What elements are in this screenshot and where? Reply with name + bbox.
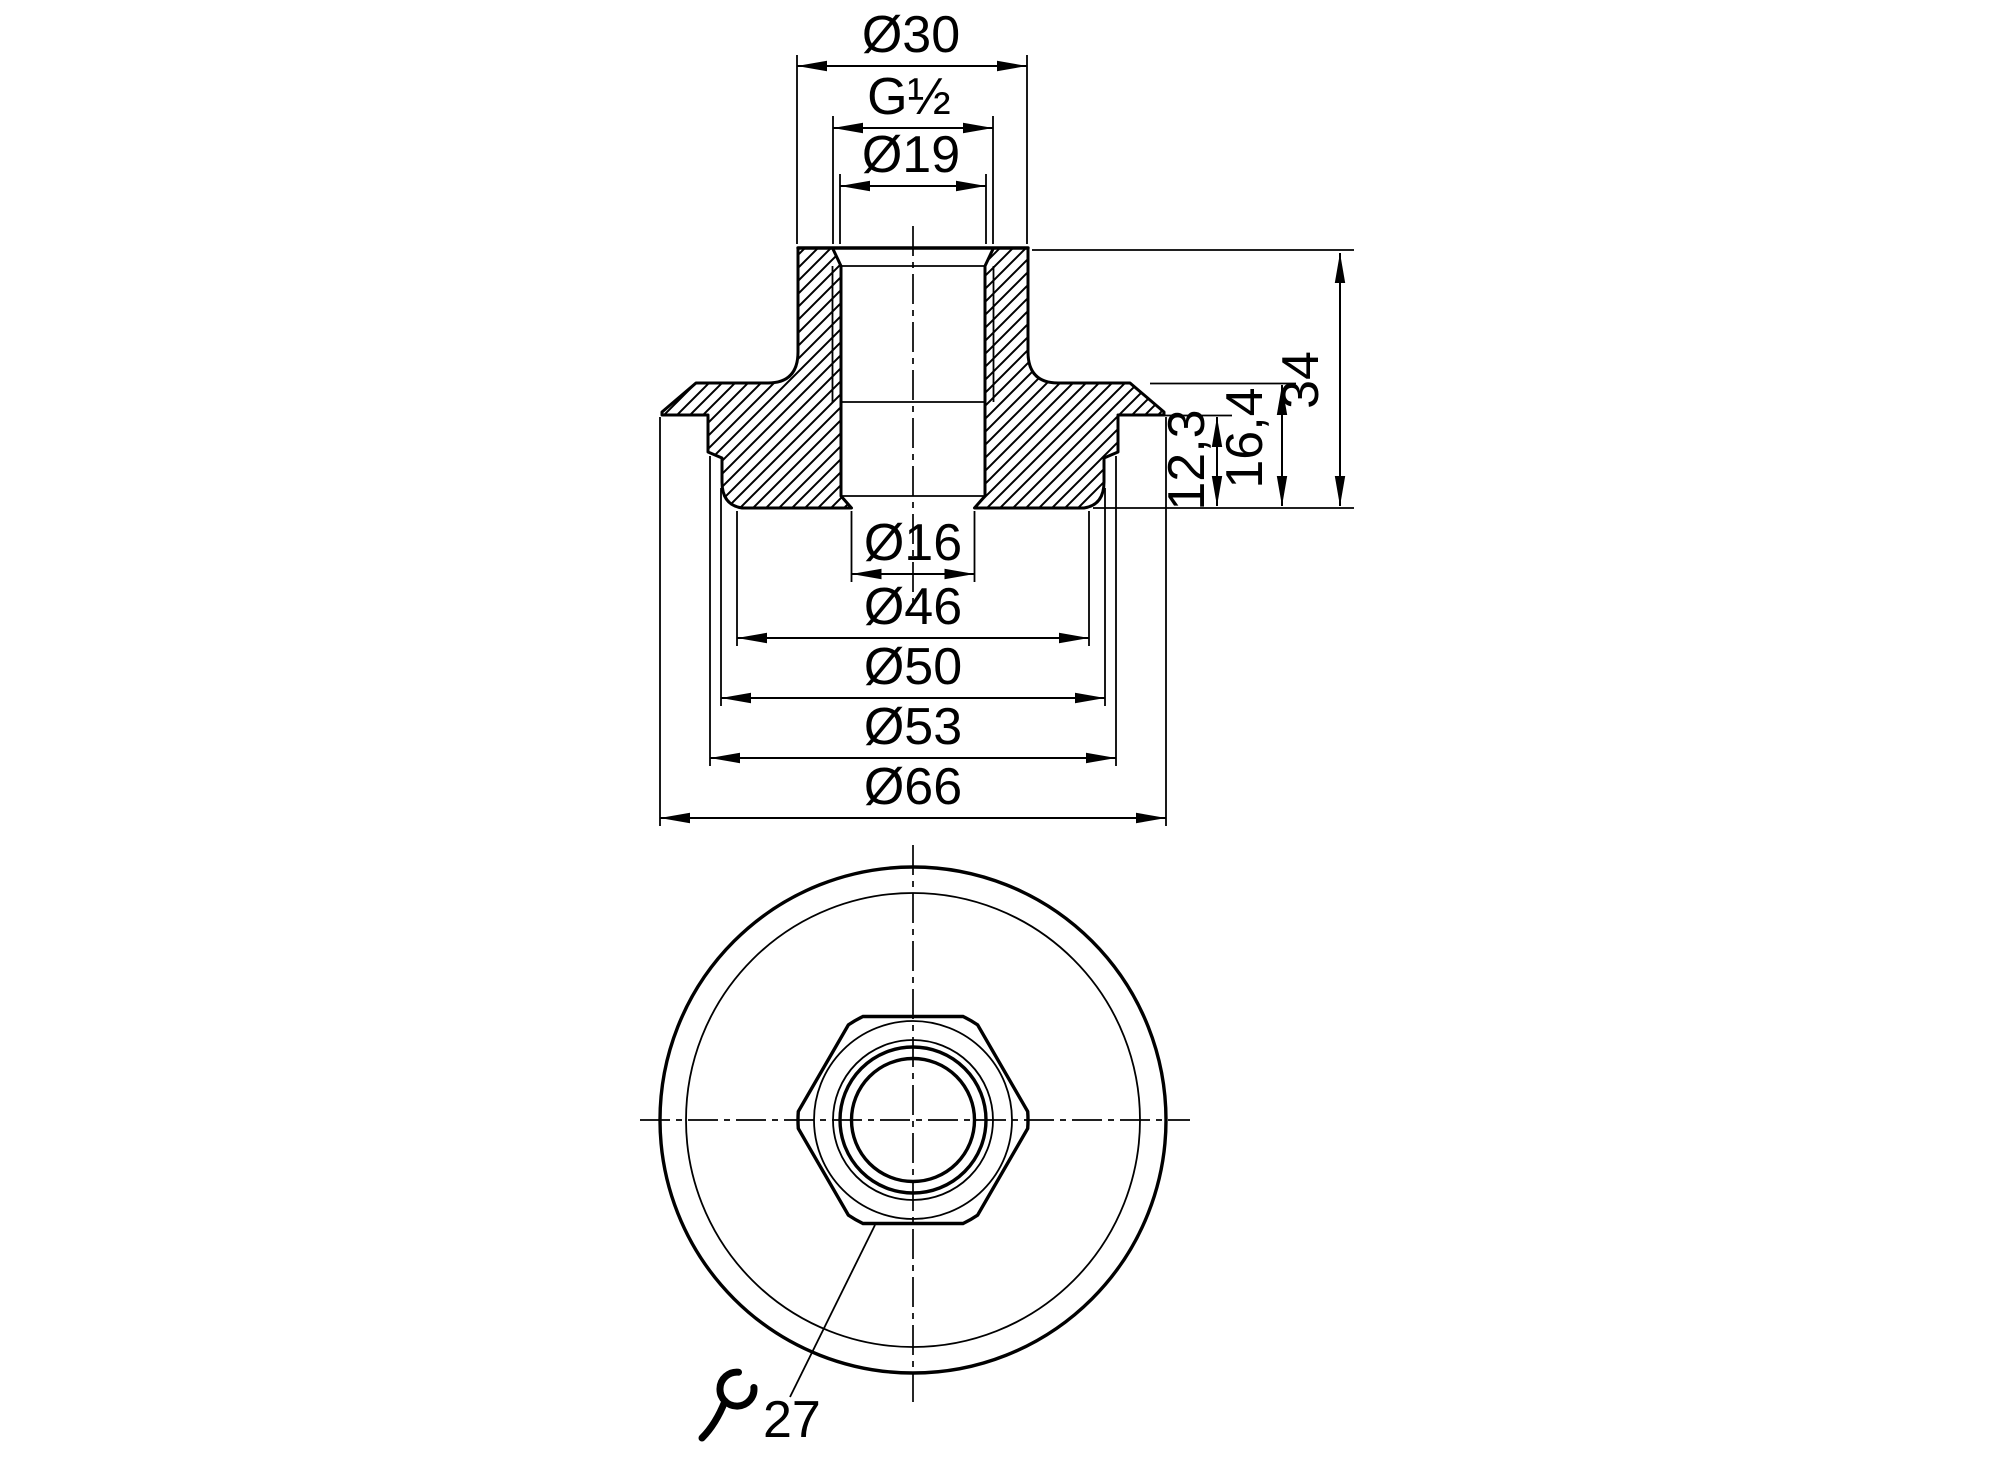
dim-dia50: Ø50 (720, 488, 1106, 706)
dim-dia46: Ø46 (736, 511, 1090, 646)
dim-16-4: 16,4 (1216, 385, 1288, 506)
dim-label: Ø19 (862, 126, 960, 184)
thread-minor-circle (838, 1045, 988, 1195)
dim-label: 34 (1272, 351, 1330, 409)
dim-dia66: Ø66 (659, 417, 1167, 826)
wrench-icon (698, 1368, 758, 1442)
dim-label: Ø53 (864, 698, 962, 756)
dim-label: 12,3 (1158, 409, 1216, 510)
dim-height-group: 12,3 16,4 34 (1032, 249, 1354, 511)
flange-inner-edge-circle (685, 892, 1141, 1348)
hex-flats-outline (796, 1014, 1030, 1226)
dim-label: Ø66 (864, 758, 962, 816)
dim-dia19: Ø19 (839, 126, 987, 244)
hex-chamfer-circle (813, 1020, 1013, 1220)
dim-dia30: Ø30 (796, 6, 1028, 244)
flange-outer-circle-66 (658, 865, 1168, 1375)
dim-dia16: Ø16 (850, 511, 976, 582)
dim-34: 34 (1272, 253, 1346, 506)
dim-label: 16,4 (1216, 387, 1274, 488)
section-view: Ø30 G½ Ø19 Ø16 Ø46 (659, 6, 1354, 826)
dim-label: Ø50 (864, 638, 962, 696)
bore-circle-16 (849, 1056, 977, 1184)
thread-major-circle (832, 1039, 994, 1201)
dim-label: G½ (867, 68, 951, 126)
section-profile (660, 246, 1166, 510)
leader-line (789, 1224, 876, 1398)
dim-label: Ø30 (862, 6, 960, 64)
wrench-size-label: 27 (763, 1391, 821, 1449)
dim-dia53: Ø53 (709, 456, 1117, 766)
dim-label: Ø46 (864, 578, 962, 636)
bottom-view: 27 (640, 845, 1190, 1449)
dim-12-3: 12,3 (1158, 409, 1223, 511)
dim-label: Ø16 (864, 514, 962, 572)
dim-thread-g12: G½ (832, 68, 994, 244)
